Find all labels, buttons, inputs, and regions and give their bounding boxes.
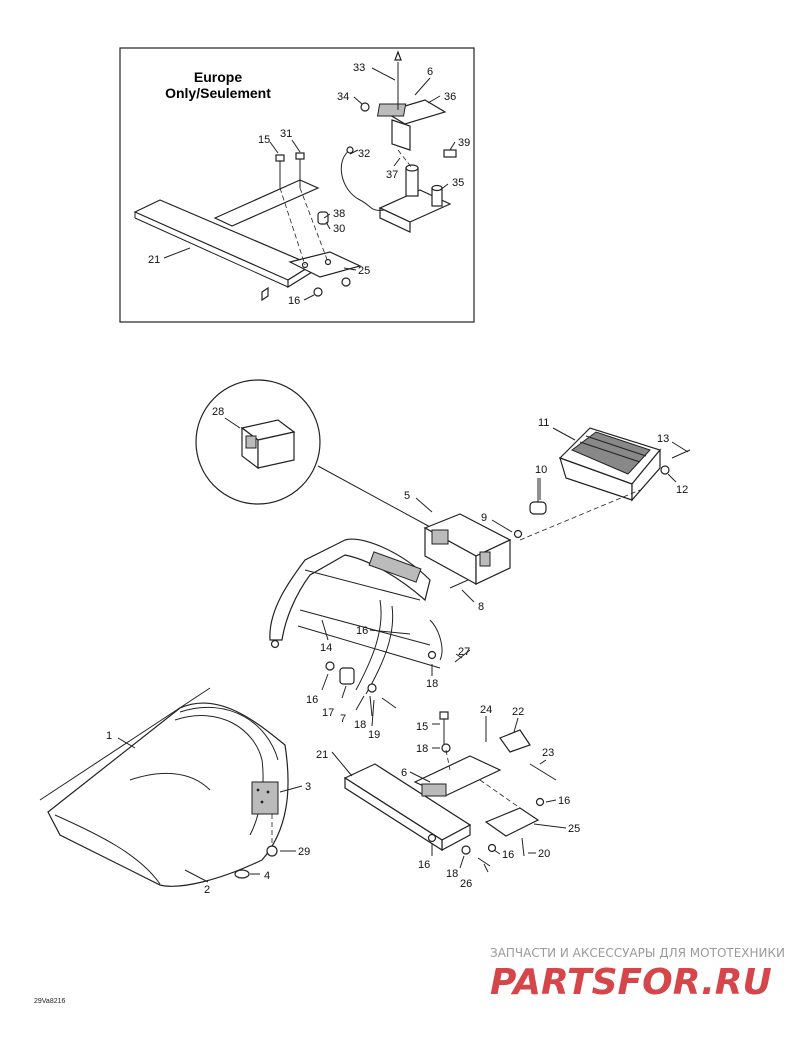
callout-16-left: 16 <box>306 694 318 706</box>
callout-34: 34 <box>337 91 349 103</box>
inset-nut-16b <box>341 277 351 287</box>
spacer-17 <box>339 667 355 685</box>
connector-28 <box>240 419 296 470</box>
callout-18-rack: 18 <box>426 678 438 690</box>
callout-7: 7 <box>340 713 346 725</box>
callout-27: 27 <box>458 646 470 658</box>
callout-5: 5 <box>404 490 410 502</box>
callout-13: 13 <box>657 433 669 445</box>
bracket-25 <box>484 807 540 837</box>
nut-16-rack <box>427 650 437 660</box>
callout-21-inset: 21 <box>148 254 160 266</box>
nut-29 <box>266 845 278 857</box>
callout-36: 36 <box>444 91 456 103</box>
callout-29: 29 <box>298 846 310 858</box>
bolt-20 <box>521 837 525 857</box>
callout-16-inset: 16 <box>288 295 300 307</box>
callout-8: 8 <box>478 601 484 613</box>
bolt-27 <box>454 649 471 663</box>
detail-circle <box>195 379 321 505</box>
inset-screw-39 <box>443 149 457 158</box>
callout-21: 21 <box>316 749 328 761</box>
nut-16-left <box>325 661 335 671</box>
callout-20: 20 <box>538 848 550 860</box>
callout-35: 35 <box>452 177 464 189</box>
callout-22: 22 <box>512 706 524 718</box>
callout-25-inset: 25 <box>358 265 370 277</box>
inset-nut-16 <box>313 287 323 297</box>
callout-16-c: 16 <box>558 795 570 807</box>
callout-32: 32 <box>358 148 370 160</box>
callout-10: 10 <box>535 464 547 476</box>
inset-cable-38 <box>340 149 385 211</box>
nut-16-c <box>535 797 545 807</box>
rack-frame-14 <box>269 538 443 695</box>
callout-2: 2 <box>204 884 210 896</box>
callout-39: 39 <box>458 137 470 149</box>
nut-16-d <box>487 843 497 853</box>
callout-16-e: 16 <box>418 859 430 871</box>
callout-28: 28 <box>212 406 224 418</box>
inset-spacer-30 <box>317 211 329 225</box>
callout-16-rack: 16 <box>356 625 368 637</box>
washer-4 <box>234 869 250 879</box>
inset-bolt-15 <box>275 154 285 188</box>
callout-6: 6 <box>427 66 433 78</box>
watermark-logo: PARTSFOR.RU <box>490 962 772 1003</box>
callout-6: 6 <box>401 767 407 779</box>
inset-plate-36 <box>376 99 447 151</box>
callout-15: 15 <box>258 134 270 146</box>
callout-19: 19 <box>368 729 380 741</box>
watermark-tagline: ЗАПЧАСТИ И АКСЕССУАРЫ ДЛЯ МОТОТЕХНИКИ <box>490 946 785 960</box>
callout-33: 33 <box>353 62 365 74</box>
inset-bracket-35 <box>378 164 452 233</box>
callout-1: 1 <box>106 730 112 742</box>
callout-18-b: 18 <box>416 743 428 755</box>
bracket-21 <box>343 755 502 852</box>
callout-4: 4 <box>264 870 270 882</box>
callout-25: 25 <box>568 823 580 835</box>
callout-18-bolt: 18 <box>354 719 366 731</box>
screw-8 <box>449 579 469 589</box>
rod-23 <box>529 763 557 781</box>
callout-30: 30 <box>333 223 345 235</box>
bolt-26 <box>477 857 491 867</box>
taillight-11 <box>558 427 662 502</box>
washer-18-c <box>461 845 471 855</box>
callout-31: 31 <box>280 128 292 140</box>
washer-12 <box>660 465 670 475</box>
callout-11: 11 <box>538 417 549 429</box>
callout-24: 24 <box>480 704 492 716</box>
nut-9 <box>513 529 523 539</box>
callout-17: 17 <box>322 707 334 719</box>
inset-nut-34 <box>360 102 370 112</box>
callout-12: 12 <box>676 484 688 496</box>
callout-14: 14 <box>320 642 332 654</box>
inset-title-line2: Only/Seulement <box>165 85 271 101</box>
callout-15: 15 <box>416 721 428 733</box>
callout-3: 3 <box>305 781 311 793</box>
nut-16-e <box>427 833 437 843</box>
callout-16-d: 16 <box>502 849 514 861</box>
callout-38: 38 <box>333 208 345 220</box>
callout-9: 9 <box>481 512 487 524</box>
figure-code: 29Va8216 <box>34 998 66 1005</box>
inset-frame <box>119 47 475 323</box>
callout-37: 37 <box>386 169 398 181</box>
bulb-10 <box>529 478 547 515</box>
callout-26: 26 <box>460 878 472 890</box>
callout-23: 23 <box>542 747 554 759</box>
callout-18-c: 18 <box>446 868 458 880</box>
plate-22 <box>499 729 531 753</box>
bolt-19 <box>381 697 397 709</box>
seat-1 <box>47 702 289 887</box>
housing-5 <box>423 513 512 586</box>
inset-pin-tip <box>394 50 402 61</box>
inset-title-line1: Europe <box>194 69 242 85</box>
washer-18 <box>367 683 377 693</box>
inset-bracket-21 <box>133 179 362 302</box>
inset-bolt-31 <box>295 152 305 188</box>
